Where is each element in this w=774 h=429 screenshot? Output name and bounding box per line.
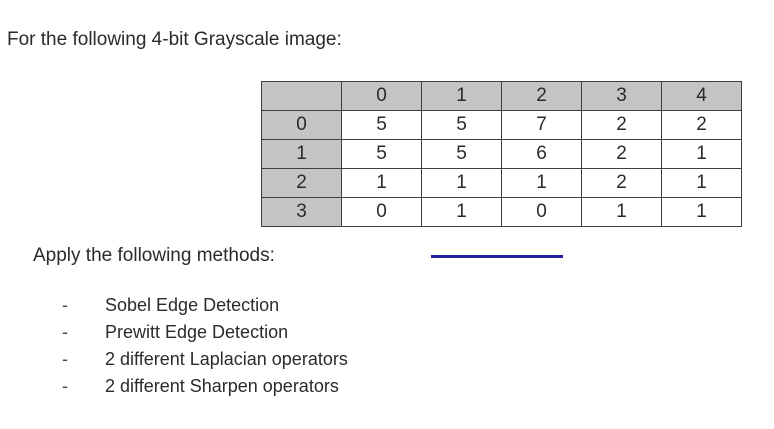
matrix-cell-1-0: 5 <box>341 139 422 169</box>
matrix-cell-2-2: 1 <box>501 168 582 198</box>
matrix-cell-1-3: 2 <box>581 139 662 169</box>
list-item: - 2 different Laplacian operators <box>58 346 348 373</box>
matrix-row-header-2: 2 <box>261 168 342 198</box>
apply-methods-text: Apply the following methods: <box>33 245 275 266</box>
bullet-dash-icon: - <box>62 322 68 342</box>
grayscale-matrix-table: 0 1 2 3 4 0 5 5 7 2 2 1 5 5 6 2 1 <box>261 81 742 227</box>
table-row: 2 1 1 1 2 1 <box>261 168 742 198</box>
method-label-prewitt: Prewitt Edge Detection <box>105 322 289 342</box>
matrix-row-header-3: 3 <box>261 197 342 227</box>
bullet-dash-icon: - <box>62 295 68 315</box>
method-label-sharpen: 2 different Sharpen operators <box>105 376 339 396</box>
matrix-col-header-4: 4 <box>661 81 742 111</box>
matrix-cell-1-2: 6 <box>501 139 582 169</box>
matrix-cell-0-4: 2 <box>661 110 742 140</box>
matrix-cell-2-0: 1 <box>341 168 422 198</box>
matrix-header-row: 0 1 2 3 4 <box>261 81 742 111</box>
blue-underline-rule <box>431 255 563 258</box>
matrix-cell-3-3: 1 <box>581 197 662 227</box>
methods-list: - Sobel Edge Detection - Prewitt Edge De… <box>58 292 348 400</box>
matrix-corner-cell <box>261 81 342 111</box>
method-label-sobel: Sobel Edge Detection <box>105 295 280 315</box>
bullet-dash-icon: - <box>62 376 68 396</box>
matrix-cell-1-4: 1 <box>661 139 742 169</box>
matrix-cell-3-1: 1 <box>421 197 502 227</box>
matrix-cell-0-1: 5 <box>421 110 502 140</box>
matrix-col-header-2: 2 <box>501 81 582 111</box>
matrix-cell-0-0: 5 <box>341 110 422 140</box>
matrix-cell-3-4: 1 <box>661 197 742 227</box>
matrix-row-header-0: 0 <box>261 110 342 140</box>
matrix-cell-1-1: 5 <box>421 139 502 169</box>
intro-text: For the following 4-bit Grayscale image: <box>7 29 342 50</box>
matrix-col-header-1: 1 <box>421 81 502 111</box>
matrix-col-header-0: 0 <box>341 81 422 111</box>
matrix-cell-0-2: 7 <box>501 110 582 140</box>
bullet-dash-icon: - <box>62 349 68 369</box>
matrix-cell-3-0: 0 <box>341 197 422 227</box>
list-item: - Prewitt Edge Detection <box>58 319 348 346</box>
grayscale-matrix-container: 0 1 2 3 4 0 5 5 7 2 2 1 5 5 6 2 1 <box>261 81 742 227</box>
list-item: - Sobel Edge Detection <box>58 292 348 319</box>
table-row: 0 5 5 7 2 2 <box>261 110 742 140</box>
matrix-cell-2-1: 1 <box>421 168 502 198</box>
matrix-cell-2-3: 2 <box>581 168 662 198</box>
table-row: 1 5 5 6 2 1 <box>261 139 742 169</box>
matrix-col-header-3: 3 <box>581 81 662 111</box>
matrix-cell-2-4: 1 <box>661 168 742 198</box>
matrix-row-header-1: 1 <box>261 139 342 169</box>
list-item: - 2 different Sharpen operators <box>58 373 348 400</box>
method-label-laplacian: 2 different Laplacian operators <box>105 349 348 369</box>
table-row: 3 0 1 0 1 1 <box>261 197 742 227</box>
matrix-cell-3-2: 0 <box>501 197 582 227</box>
matrix-cell-0-3: 2 <box>581 110 662 140</box>
